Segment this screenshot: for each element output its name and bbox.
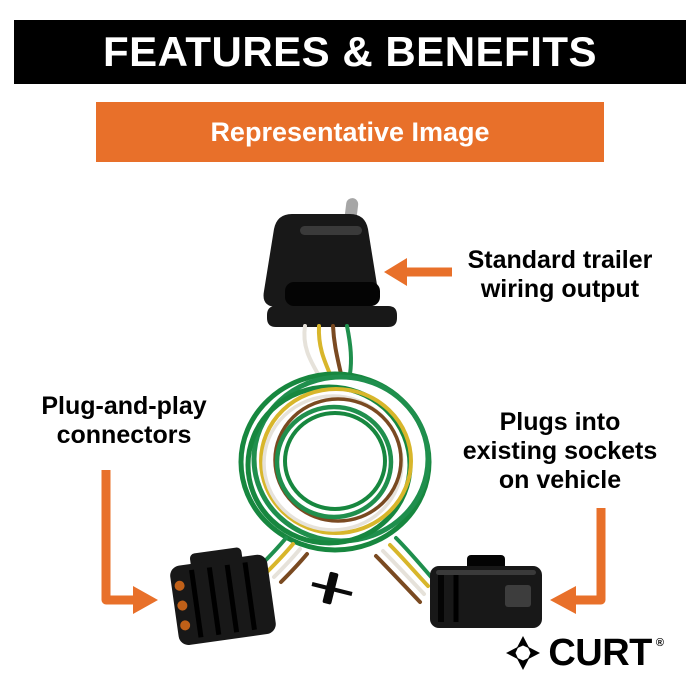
features-benefits-banner: FEATURES & BENEFITS	[14, 20, 686, 84]
arrow-vehicle-sockets	[550, 508, 606, 614]
harness-wires-right	[374, 536, 434, 604]
harness-wires-top	[302, 324, 353, 376]
cable-tie	[311, 571, 353, 605]
curt-compass-icon	[506, 636, 541, 670]
callout-standard-trailer-wiring-output: Standard trailer wiring output	[467, 246, 653, 303]
trailer-plug-connector	[263, 198, 397, 327]
arrow-plug-connectors	[101, 470, 158, 614]
representative-image-banner: Representative Image	[96, 102, 604, 162]
registered-trademark-symbol: ®	[655, 637, 664, 649]
vehicle-side-connector-right	[430, 555, 542, 628]
subbanner-title: Representative Image	[210, 116, 490, 147]
curt-logo: CURT ®	[505, 634, 664, 672]
callout-plug-and-play-connectors: Plug-and-play connectors	[41, 392, 207, 449]
callout-plugs-into-existing-sockets: Plugs into existing sockets on vehicle	[462, 408, 658, 494]
banner-title: FEATURES & BENEFITS	[102, 28, 598, 75]
vehicle-side-connector-left	[170, 547, 276, 645]
arrow-standard-output	[384, 258, 452, 286]
wire-coil	[238, 371, 432, 553]
curt-logo-text: CURT	[548, 632, 652, 674]
harness-wires-left	[258, 536, 309, 584]
